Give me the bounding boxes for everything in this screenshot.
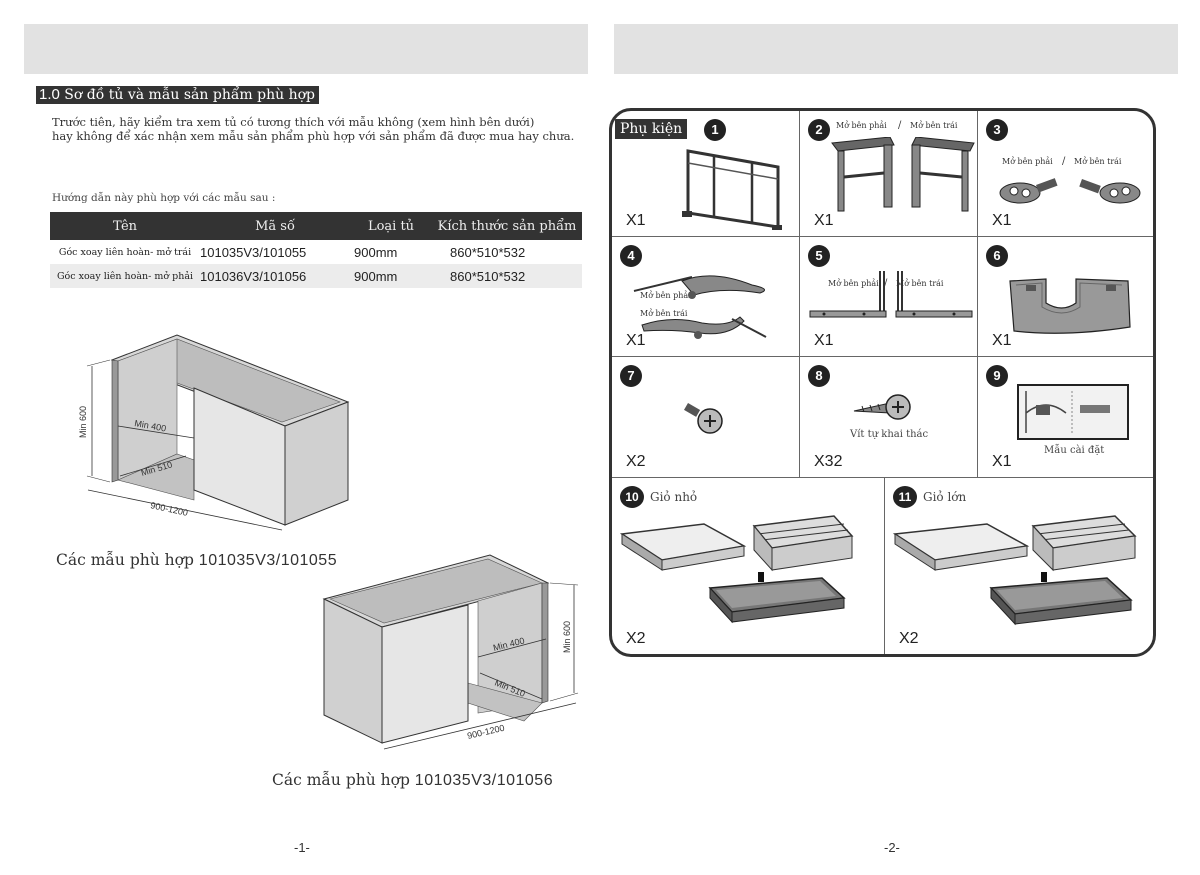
- table-cell-type: 900mm: [354, 244, 398, 260]
- part-cell-6: 6 X1: [978, 237, 1153, 357]
- cabinet-diagram-left: Min 600 Min 400 Min 510 900-1200: [78, 334, 350, 531]
- label-open-right: Mở bên phải: [1002, 157, 1053, 166]
- caption-2-prefix: Các mẫu phù hợp: [272, 771, 415, 789]
- page-number-right: -2-: [884, 840, 900, 855]
- part-qty-1: X1: [626, 212, 646, 229]
- part-qty-3: X1: [992, 212, 1012, 229]
- label-slash: /: [1062, 156, 1066, 167]
- template-sheet-icon: [1017, 384, 1129, 440]
- caption-2: Các mẫu phù hợp 101035V3/101056: [272, 771, 553, 790]
- label-template: Mẫu cài đặt: [1044, 445, 1105, 456]
- table-cell-code: 101035V3/101055: [200, 244, 307, 260]
- part-cell-1: Phụ kiện 1 X1: [612, 111, 800, 237]
- label-open-left: Mở bên trái: [896, 279, 944, 288]
- part-cell-11: 11 Giỏ lớn X2: [885, 478, 1153, 654]
- right-header-bar: [614, 24, 1178, 74]
- parts-frame: Phụ kiện 1 X1 2 Mở bên phải / Mở bên trá…: [609, 108, 1156, 657]
- table-cell-name: Góc xoay liên hoàn- mở trái: [58, 246, 192, 258]
- label-width: 900-1200: [150, 500, 189, 518]
- part-cell-2: 2 Mở bên phải / Mở bên trái X1: [800, 111, 978, 237]
- bracket-pair-icon: [831, 137, 975, 212]
- rail-pair-icon: [809, 271, 973, 318]
- part-qty-5: X1: [814, 332, 834, 349]
- page-number-left: -1-: [294, 840, 310, 855]
- part-number-7: 7: [620, 365, 642, 387]
- part-cell-8: 8 Vít tự khai thác X32: [800, 357, 978, 478]
- caption-2-code: 101035V3/101056: [414, 772, 554, 789]
- part-cell-3: 3 Mở bên phải / Mở bên trái X1: [978, 111, 1153, 237]
- label-open-left: Mở bên trái: [640, 309, 688, 318]
- label-screw: Vít tự khai thác: [850, 429, 929, 440]
- table-header-row: Tên Mã số Loại tủ Kích thước sản phẩm: [50, 212, 582, 240]
- table-cell-type: 900mm: [350, 264, 432, 288]
- part-cell-9: 9 Mẫu cài đặt X1: [978, 357, 1153, 478]
- part-number-3: 3: [986, 119, 1008, 141]
- part-number-9: 9: [986, 365, 1008, 387]
- intro-line-1: Trước tiên, hãy kiểm tra xem tủ có tương…: [52, 115, 535, 129]
- label-open-left: Mở bên trái: [1074, 157, 1122, 166]
- part-qty-10: X2: [626, 630, 646, 647]
- part-cell-4: 4 Mở bên phải Mở bên trái X1: [612, 237, 800, 357]
- table-cell-size: 860*510*532: [432, 264, 582, 288]
- part-cell-5: 5 Mở bên phải / Mở bên trái X1: [800, 237, 978, 357]
- screw-icon: [853, 394, 911, 420]
- cabinet-diagram-right: Min 600 Min 400 Min 510 900-1200: [322, 554, 579, 750]
- caption-1: Các mẫu phù hợp 101035V3/101055: [56, 551, 337, 570]
- label-small-basket: Giỏ nhỏ: [650, 490, 698, 504]
- part-number-5: 5: [808, 245, 830, 267]
- table-header-type: Loại tủ: [350, 212, 432, 240]
- part-qty-8: X32: [814, 453, 843, 470]
- part-number-11: 11: [893, 486, 917, 508]
- label-min600: Min 600: [562, 621, 572, 653]
- label-slash: /: [884, 278, 888, 289]
- left-header-bar: [24, 24, 588, 74]
- section-title: 1.0 Sơ đồ tủ và mẫu sản phẩm phù hợp: [36, 86, 320, 104]
- table-cell-name: Góc xoay liên hoàn- mở phải: [50, 264, 200, 288]
- part-number-2: 2: [808, 119, 830, 141]
- table-header-name: Tên: [50, 212, 200, 240]
- part-qty-7: X2: [626, 453, 646, 470]
- table-cell-code: 101036V3/101056: [200, 264, 350, 288]
- part-cell-7: 7 X2: [612, 357, 800, 478]
- part-qty-11: X2: [899, 630, 919, 647]
- swing-arm-icon: [633, 275, 767, 339]
- part-number-4: 4: [620, 245, 642, 267]
- table-header-size: Kích thước sản phẩm: [432, 212, 582, 240]
- parts-title: Phụ kiện: [615, 119, 688, 139]
- label-slash: /: [898, 120, 902, 131]
- caption-1-prefix: Các mẫu phù hợp: [56, 551, 199, 569]
- part-number-6: 6: [986, 245, 1008, 267]
- cover-plate-icon: [1009, 278, 1131, 334]
- large-basket-icon: [892, 515, 1137, 626]
- part-qty-6: X1: [992, 332, 1012, 349]
- table-row: Góc xoay liên hoàn- mở phải 101036V3/101…: [50, 264, 582, 288]
- label-open-right: Mở bên phải: [828, 279, 879, 288]
- part-cell-10: 10 Giỏ nhỏ X2: [612, 478, 885, 654]
- frame-part-icon: [682, 149, 782, 230]
- table-cell-size: 860*510*532: [450, 244, 526, 260]
- hinge-pair-icon: [999, 178, 1141, 204]
- model-table: Tên Mã số Loại tủ Kích thước sản phẩm Gó…: [50, 212, 582, 288]
- intro-line-2: hay không để xác nhận xem mẫu sản phẩm p…: [52, 129, 575, 143]
- label-open-left: Mở bên trái: [910, 121, 958, 130]
- guide-text: Hướng dẫn này phù hợp với các mẫu sau :: [52, 192, 276, 204]
- label-open-right: Mở bên phải: [836, 121, 887, 130]
- part-qty-4: X1: [626, 332, 646, 349]
- section-title-text: Sơ đồ tủ và mẫu sản phẩm phù hợp: [59, 87, 316, 103]
- table-header-code: Mã số: [200, 212, 350, 240]
- caption-1-code: 101035V3/101055: [198, 552, 338, 569]
- part-number-1: 1: [704, 119, 726, 141]
- part-number-10: 10: [620, 486, 644, 508]
- small-basket-icon: [619, 515, 854, 624]
- part-number-8: 8: [808, 365, 830, 387]
- part-qty-2: X1: [814, 212, 834, 229]
- label-min600: Min 600: [78, 406, 88, 438]
- bolt-icon: [684, 403, 723, 434]
- table-row: Góc xoay liên hoàn- mở trái 101035V3/101…: [50, 240, 582, 264]
- label-large-basket: Giỏ lớn: [923, 490, 967, 504]
- label-open-right: Mở bên phải: [640, 291, 691, 300]
- part-qty-9: X1: [992, 453, 1012, 470]
- section-number: 1.0: [39, 86, 60, 103]
- label-width: 900-1200: [466, 723, 505, 741]
